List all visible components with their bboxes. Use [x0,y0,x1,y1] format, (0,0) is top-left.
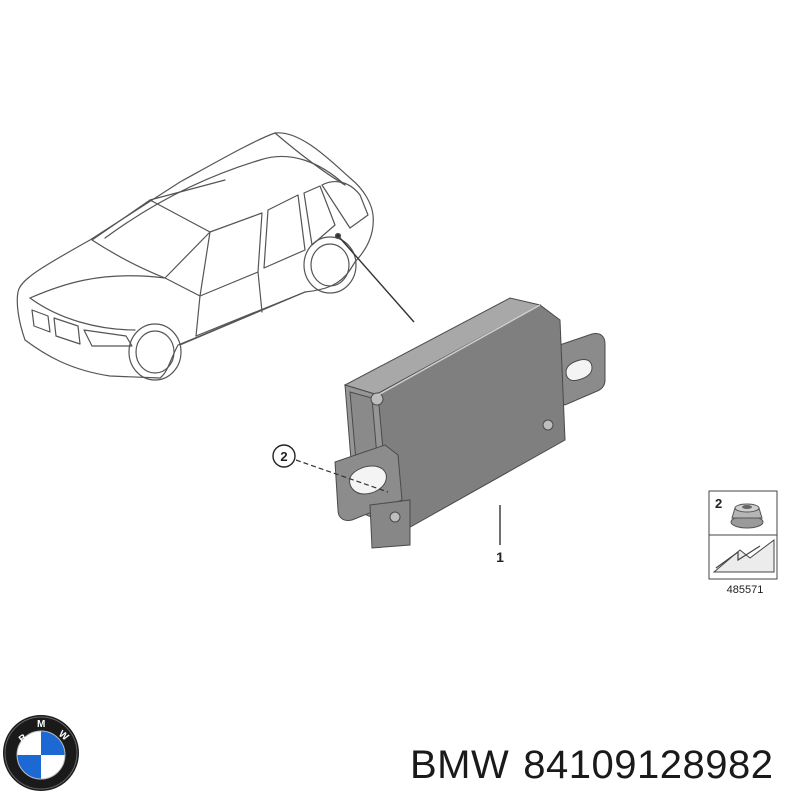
mounting-arrow-icon [712,539,775,573]
bmw-roundel-icon: B M W [3,715,79,791]
car-outline [16,132,374,381]
callout-1: 1 [496,505,504,565]
callout-1-label: 1 [496,549,504,565]
part-caption: BMW 84109128982 [410,735,795,795]
brand-name: BMW [410,743,510,787]
svg-text:M: M [37,719,45,730]
callout-2: 2 [272,444,389,493]
legend-drawing-id: 485571 [727,584,764,596]
control-module [334,297,606,549]
car-leader-line [339,237,415,323]
parts-legend: 2 485571 [708,490,778,596]
callout-2-label: 2 [280,449,287,464]
nut-icon [730,503,764,529]
part-number: 84109128982 [523,743,774,787]
legend-part-number: 2 [715,496,722,511]
callout-2-leader [295,459,389,493]
